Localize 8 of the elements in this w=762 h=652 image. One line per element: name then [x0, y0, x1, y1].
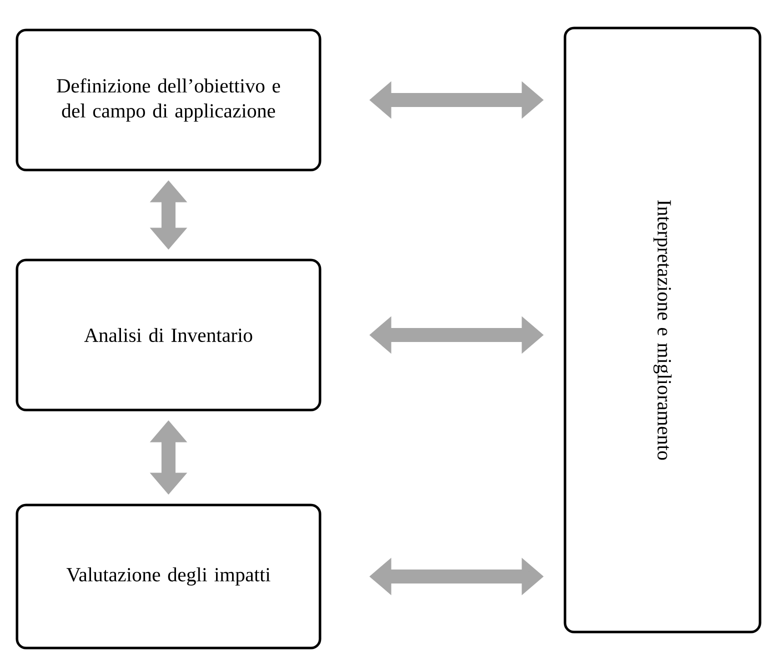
process-box — [16, 258, 322, 412]
box-label: Analisi di Inventario — [84, 328, 252, 342]
box-label: Valutazione degli impatti — [66, 567, 270, 586]
process-box — [564, 26, 762, 634]
box-label: Interpretazione e miglioramento — [653, 200, 672, 460]
process-box — [16, 28, 322, 172]
box-label: Definizione dell’obiettivo e del campo di applicazione — [56, 78, 280, 122]
process-box — [16, 504, 322, 650]
